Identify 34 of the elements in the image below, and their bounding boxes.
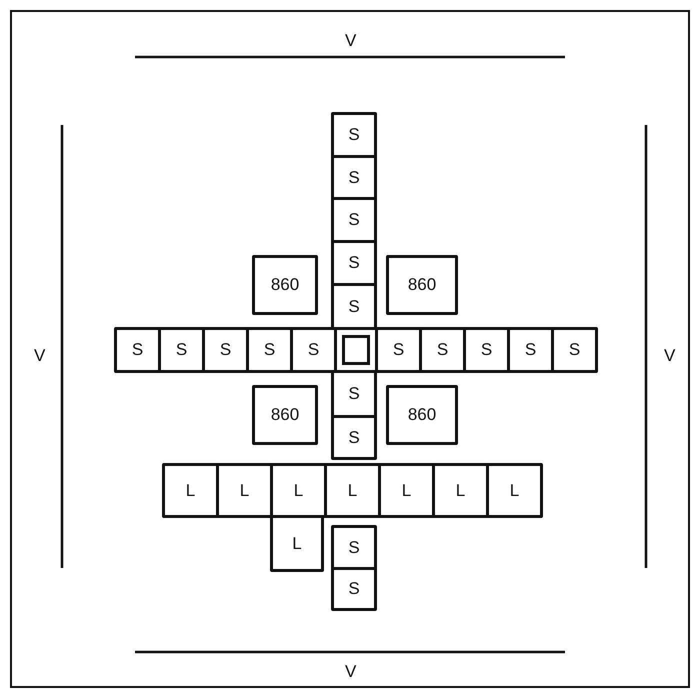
- labeled-box: S: [331, 283, 377, 330]
- labeled-box: 860: [386, 255, 458, 315]
- side-label: V: [664, 347, 676, 364]
- labeled-box: S: [331, 155, 377, 200]
- labeled-box: L: [216, 463, 273, 518]
- labeled-box: S: [158, 327, 205, 373]
- labeled-box: L: [270, 515, 324, 572]
- labeled-box: L: [162, 463, 219, 518]
- labeled-box: L: [486, 463, 543, 518]
- labeled-box: L: [270, 463, 327, 518]
- side-label: V: [345, 663, 356, 680]
- labeled-box: S: [331, 525, 377, 570]
- labeled-box: S: [202, 327, 249, 373]
- labeled-box: S: [331, 415, 377, 460]
- labeled-box: S: [331, 112, 377, 158]
- side-label: V: [345, 32, 356, 49]
- labeled-box: L: [432, 463, 489, 518]
- labeled-box: S: [246, 327, 293, 373]
- labeled-box: S: [331, 197, 377, 243]
- labeled-box: 860: [386, 385, 458, 445]
- labeled-box: L: [378, 463, 435, 518]
- labeled-box: S: [463, 327, 510, 373]
- side-label: V: [34, 347, 46, 364]
- labeled-box: S: [419, 327, 466, 373]
- labeled-box: S: [331, 240, 377, 286]
- labeled-box: S: [114, 327, 161, 373]
- labeled-box: L: [324, 463, 381, 518]
- labeled-box: S: [375, 327, 422, 373]
- labeled-box: S: [331, 370, 377, 418]
- labeled-box: S: [507, 327, 554, 373]
- labeled-box: S: [551, 327, 598, 373]
- labeled-box: 860: [252, 385, 318, 445]
- labeled-box: S: [331, 567, 377, 611]
- labeled-box: 860: [252, 255, 318, 315]
